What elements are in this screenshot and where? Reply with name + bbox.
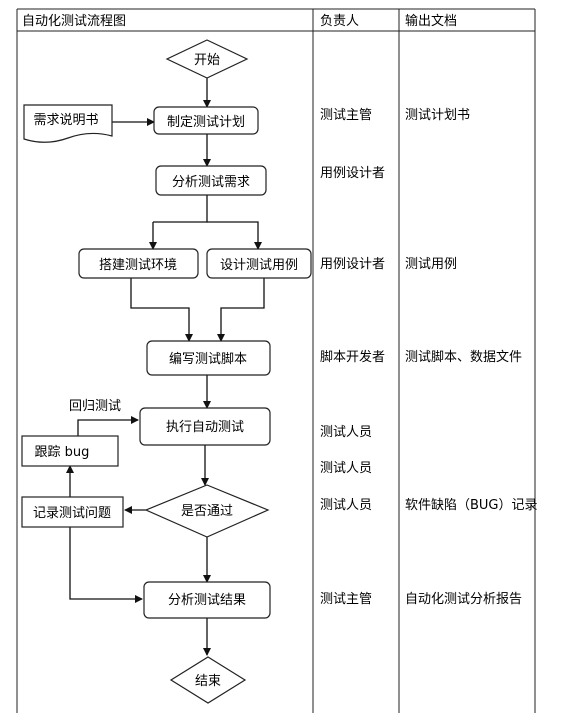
make-plan-node: 制定测试计划 [153,106,259,135]
output-cell: 测试脚本、数据文件 [405,349,522,365]
requirements-document-label: 需求说明书 [33,113,98,128]
connectors [66,78,265,656]
regression-label: 回归测试 [69,399,121,414]
analyze-requirements-label: 分析测试需求 [172,175,250,190]
owner-cell: 测试主管 [320,108,372,123]
output-cell: 自动化测试分析报告 [405,592,522,607]
owner-cell: 测试人员 [320,425,372,440]
arrow-build-to-script [130,278,193,342]
arrow-analyze-to-branches [153,195,208,223]
output-cell: 软件缺陷（BUG）记录 [405,498,538,513]
requirements-document: 需求说明书 [23,104,113,143]
header-output: 输出文档 [405,13,457,29]
owner-column: 测试主管 用例设计者 用例设计者 脚本开发者 测试人员 测试人员 测试人员 测试… [320,108,385,607]
build-environment-node: 搭建测试环境 [78,248,199,279]
track-bug-node: 跟踪 bug [21,435,119,467]
end-node: 结束 [169,656,247,704]
arrow-to-design [207,221,262,250]
record-issues-node: 记录测试问题 [21,496,124,528]
owner-cell: 用例设计者 [320,166,385,181]
design-cases-label: 设计测试用例 [220,258,298,273]
passed-decision-node: 是否通过 [144,484,270,538]
owner-cell: 脚本开发者 [320,349,385,365]
owner-cell: 测试人员 [320,461,372,476]
write-scripts-label: 编写测试脚本 [169,351,247,367]
execute-tests-label: 执行自动测试 [166,420,244,435]
header-owner: 负责人 [320,14,359,29]
arrow-design-to-script [217,278,265,342]
header-flowchart: 自动化测试流程图 [22,14,126,29]
output-cell: 测试计划书 [405,108,470,123]
analyze-requirements-node: 分析测试需求 [155,165,267,196]
output-column: 测试计划书 测试用例 测试脚本、数据文件 软件缺陷（BUG）记录 自动化测试分析… [405,108,538,607]
end-label: 结束 [195,674,221,689]
design-cases-node: 设计测试用例 [206,248,312,279]
arrow-record-to-results [69,527,143,603]
start-node: 开始 [165,39,249,79]
build-environment-label: 搭建测试环境 [99,257,177,273]
write-scripts-node: 编写测试脚本 [146,340,271,376]
table-grid [16,8,536,713]
output-cell: 测试用例 [405,257,457,272]
owner-cell: 测试主管 [320,592,372,607]
track-bug-label: 跟踪 bug [35,445,90,460]
arrow-track-to-execute [77,416,139,436]
passed-decision-label: 是否通过 [181,504,233,519]
owner-cell: 测试人员 [320,498,372,513]
record-issues-label: 记录测试问题 [33,506,111,521]
start-label: 开始 [194,53,220,68]
owner-cell: 用例设计者 [320,257,385,272]
make-plan-label: 制定测试计划 [167,115,245,130]
analyze-results-label: 分析测试结果 [168,593,246,608]
execute-tests-node: 执行自动测试 [139,407,271,446]
analyze-results-node: 分析测试结果 [143,581,271,619]
